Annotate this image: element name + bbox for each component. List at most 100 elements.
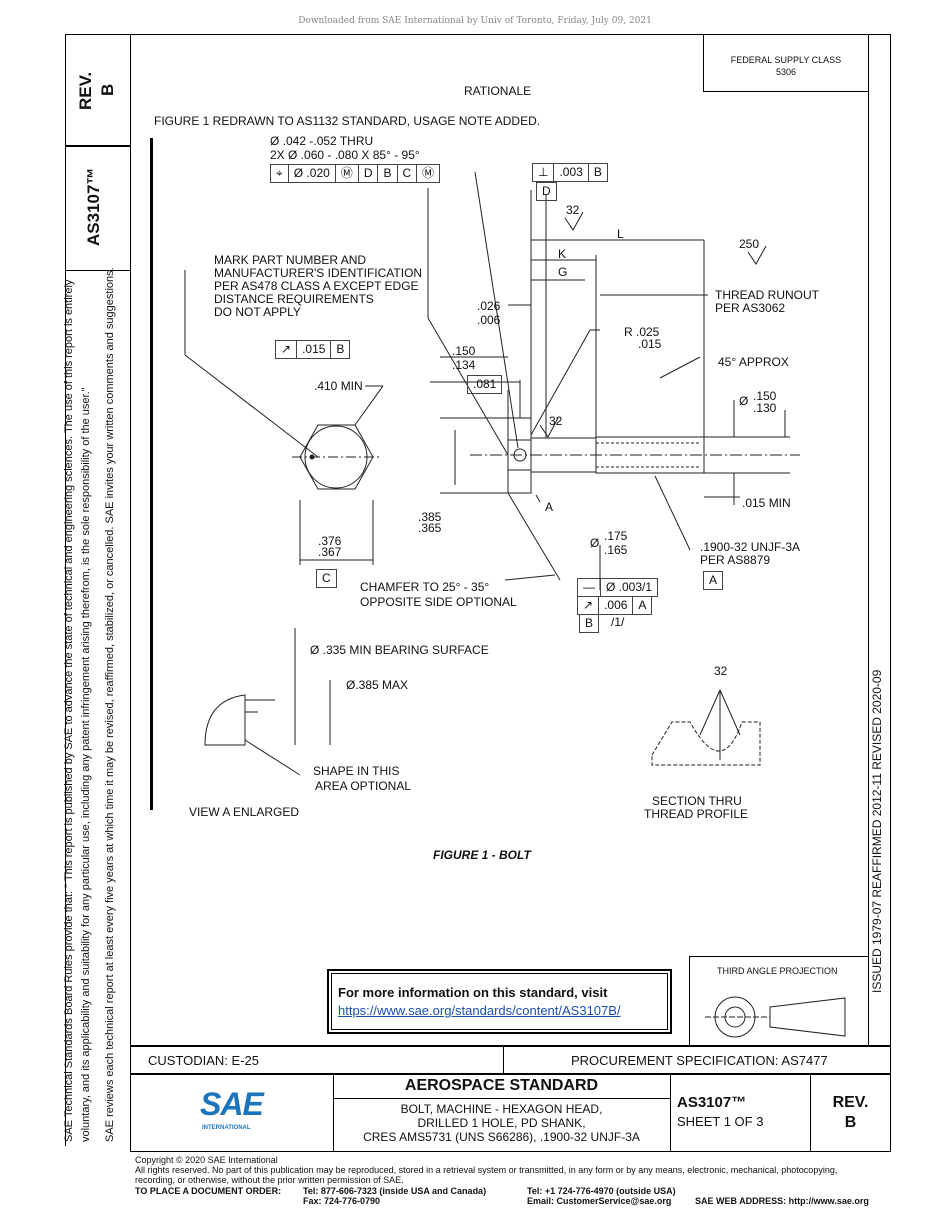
left-rule	[65, 34, 66, 1146]
rights-1: All rights reserved. No part of this pub…	[135, 1165, 838, 1175]
per-as8879: PER AS8879	[700, 553, 771, 567]
datum-a: A	[703, 571, 724, 590]
runout-tol: .015	[297, 341, 332, 358]
fcf-datum-b: B	[378, 165, 398, 182]
mmc-icon: Ⓜ	[336, 165, 359, 182]
finish-32c: 32	[714, 664, 728, 678]
download-banner: Downloaded from SAE International by Uni…	[298, 16, 652, 26]
runout-icon: ↗	[276, 341, 298, 358]
mark-note-5: DO NOT APPLY	[214, 305, 301, 319]
chamfer-2: OPPOSITE SIDE OPTIONAL	[360, 595, 517, 609]
dia-150: .150	[753, 389, 777, 403]
fcf-datum-c: C	[398, 165, 418, 182]
datum-d-label: D	[542, 184, 551, 198]
tel-usa: Tel: 877-606-7323 (inside USA and Canada…	[303, 1186, 487, 1196]
mmc-icon: Ⓜ	[422, 166, 435, 180]
fcf-tolerance: Ø .020	[289, 165, 336, 182]
dim-150: .150	[452, 344, 476, 358]
rationale-text: FIGURE 1 REDRAWN TO AS1132 STANDARD, USA…	[154, 114, 541, 128]
procurement: PROCUREMENT SPECIFICATION: AS7477	[571, 1053, 828, 1068]
section-label-1: SECTION THRU	[652, 794, 742, 808]
custodian: CUSTODIAN: E-25	[148, 1053, 260, 1068]
title-rev-letter: B	[844, 1114, 857, 1131]
mark-note-1: MARK PART NUMBER AND	[214, 253, 367, 267]
bearing-surface: Ø .335 MIN BEARING SURFACE	[310, 643, 489, 657]
fcf-position: ⌖ Ø .020 Ⓜ D B C Ⓜ	[270, 164, 441, 183]
desc-1: BOLT, MACHINE - HEXAGON HEAD,	[400, 1102, 603, 1116]
info-box	[327, 969, 672, 1034]
per-as3062: PER AS3062	[715, 301, 786, 315]
dia-165: .165	[604, 543, 628, 557]
desc-3: CRES AMS5731 (UNS S66286), .1900-32 UNJF…	[363, 1130, 640, 1144]
finish-32a: 32	[566, 203, 580, 217]
fsc-number: 5306	[775, 67, 797, 77]
fcf-perpendicularity: ⊥ .003 B	[532, 163, 608, 182]
perp-datum: B	[593, 165, 602, 179]
mark-note-4: DISTANCE REQUIREMENTS	[214, 292, 374, 306]
dim-026: .026	[477, 299, 501, 313]
divider	[333, 1098, 670, 1099]
label-k: K	[558, 247, 567, 261]
fcf-concentricity: — Ø .003/1	[577, 578, 659, 597]
countersink: 2X Ø .060 - .080 X 85° - 95°	[270, 148, 420, 162]
thread-runout: THREAD RUNOUT	[715, 288, 819, 302]
info-box-inner	[331, 973, 668, 1030]
title-rev: REV.	[832, 1094, 869, 1111]
fcf-datum-d: D	[359, 165, 379, 182]
finish-250: 250	[739, 237, 760, 251]
dia-sym-2: Ø	[590, 536, 600, 550]
title-block	[130, 1074, 891, 1152]
mark-note-3: PER AS478 CLASS A EXCEPT EDGE	[214, 279, 419, 293]
min-015: .015 MIN	[742, 496, 791, 510]
dim-385: .385	[418, 510, 442, 524]
radius-015: .015	[638, 337, 662, 351]
rights-2: recording, or otherwise, without the pri…	[135, 1175, 404, 1185]
divider	[333, 1074, 334, 1152]
divider	[503, 1046, 504, 1074]
hole-dia: Ø .042 -.052 THRU	[270, 134, 374, 148]
dim-134: .134	[452, 358, 476, 372]
perp-tol: .003	[554, 164, 589, 181]
rationale-title: RATIONALE	[464, 84, 532, 98]
conc-tol: Ø .003/1	[606, 580, 653, 594]
fcf-runout-2: ↗ .006 A	[577, 596, 653, 615]
runout2-tol: .006	[599, 597, 634, 614]
datum-a-label: A	[709, 573, 718, 587]
runout-icon: ↗	[578, 597, 600, 614]
doc-number: AS3107™	[677, 1094, 747, 1111]
thread-spec: .1900-32 UNJF-3A	[700, 540, 801, 554]
runout-datum: B	[336, 342, 345, 356]
tel-intl: Tel: +1 724-776-4970 (outside USA)	[527, 1186, 676, 1196]
label-a: A	[545, 500, 554, 514]
fsc-label: FEDERAL SUPPLY CLASS	[730, 55, 842, 65]
change-bar	[150, 138, 153, 810]
fsc-box	[703, 34, 869, 92]
datum-d: D	[536, 182, 557, 201]
web-address[interactable]: SAE WEB ADDRESS: http://www.sae.org	[695, 1196, 869, 1206]
perpendicularity-icon: ⊥	[533, 164, 555, 181]
runout2-datum: A	[638, 598, 647, 612]
dim-081-box: .081	[467, 375, 503, 394]
finish-32b: 32	[549, 414, 563, 428]
approx-45: 45° APPROX	[718, 355, 789, 369]
standard-title: AEROSPACE STANDARD	[404, 1077, 599, 1094]
dia-175: .175	[604, 529, 628, 543]
b-suffix: /1/	[611, 615, 625, 629]
label-l: L	[617, 227, 624, 241]
label-g: G	[558, 265, 568, 279]
section-label-2: THREAD PROFILE	[644, 807, 749, 821]
copyright: Copyright © 2020 SAE International	[135, 1155, 278, 1165]
dia-385-max: Ø.385 MAX	[346, 678, 409, 692]
view-a-label: VIEW A ENLARGED	[189, 805, 300, 819]
fax: Fax: 724-776-0790	[303, 1196, 381, 1206]
shape-note-1: SHAPE IN THIS	[313, 764, 400, 778]
dim-081: .081	[473, 377, 497, 391]
divider	[810, 1074, 811, 1152]
standard-link[interactable]: https://www.sae.org/standards/content/AS…	[338, 1003, 621, 1018]
dim-365: .365	[418, 521, 442, 535]
concentricity-icon: —	[578, 579, 601, 596]
email[interactable]: Email: CustomerService@sae.org	[527, 1196, 672, 1206]
dim-410: .410 MIN	[314, 379, 363, 393]
dim-376: .376	[318, 534, 342, 548]
